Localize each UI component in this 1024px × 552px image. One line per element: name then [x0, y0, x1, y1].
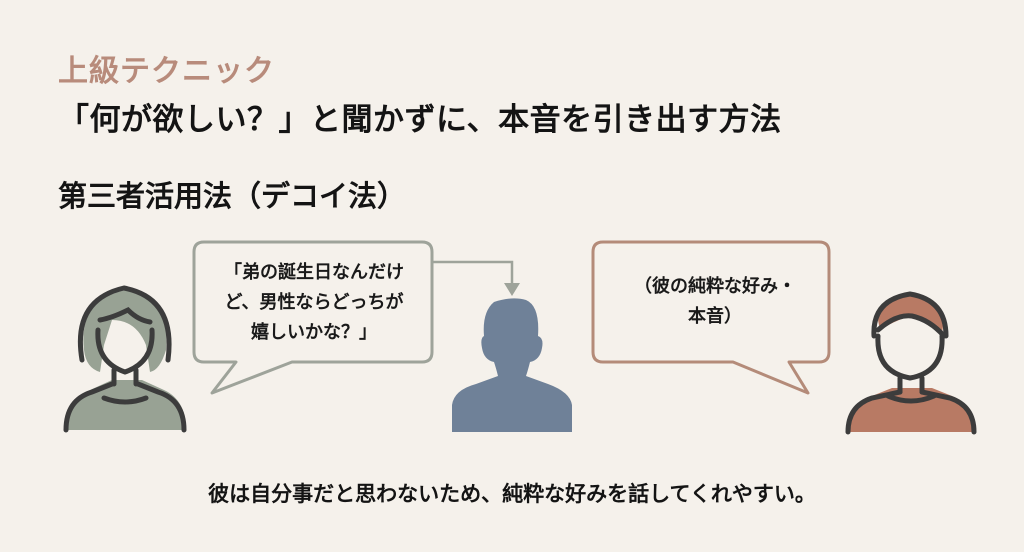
- arrow-down-icon: [432, 260, 520, 296]
- section-title: 第三者活用法（デコイ法）: [58, 179, 407, 213]
- left-bubble-text: 「弟の誕生日なんだけ ど、男性ならどっちが 嬉しいかな？」: [224, 262, 404, 343]
- caption: 彼は自分事だと思わないため、純粋な好みを話してくれやすい。: [208, 482, 816, 506]
- right-bubble-text: （彼の純粋な好み・ 本音）: [634, 276, 796, 327]
- person-silhouette-icon: [452, 298, 572, 432]
- woman-icon: [63, 285, 187, 433]
- eyebrow-label: 上級テクニック: [58, 54, 275, 89]
- page-title: 「何が欲しい？」と聞かずに、本音を引き出す方法: [58, 102, 782, 138]
- man-icon: [845, 291, 977, 435]
- right-speech-bubble: [591, 240, 831, 395]
- left-speech-bubble: [192, 240, 434, 395]
